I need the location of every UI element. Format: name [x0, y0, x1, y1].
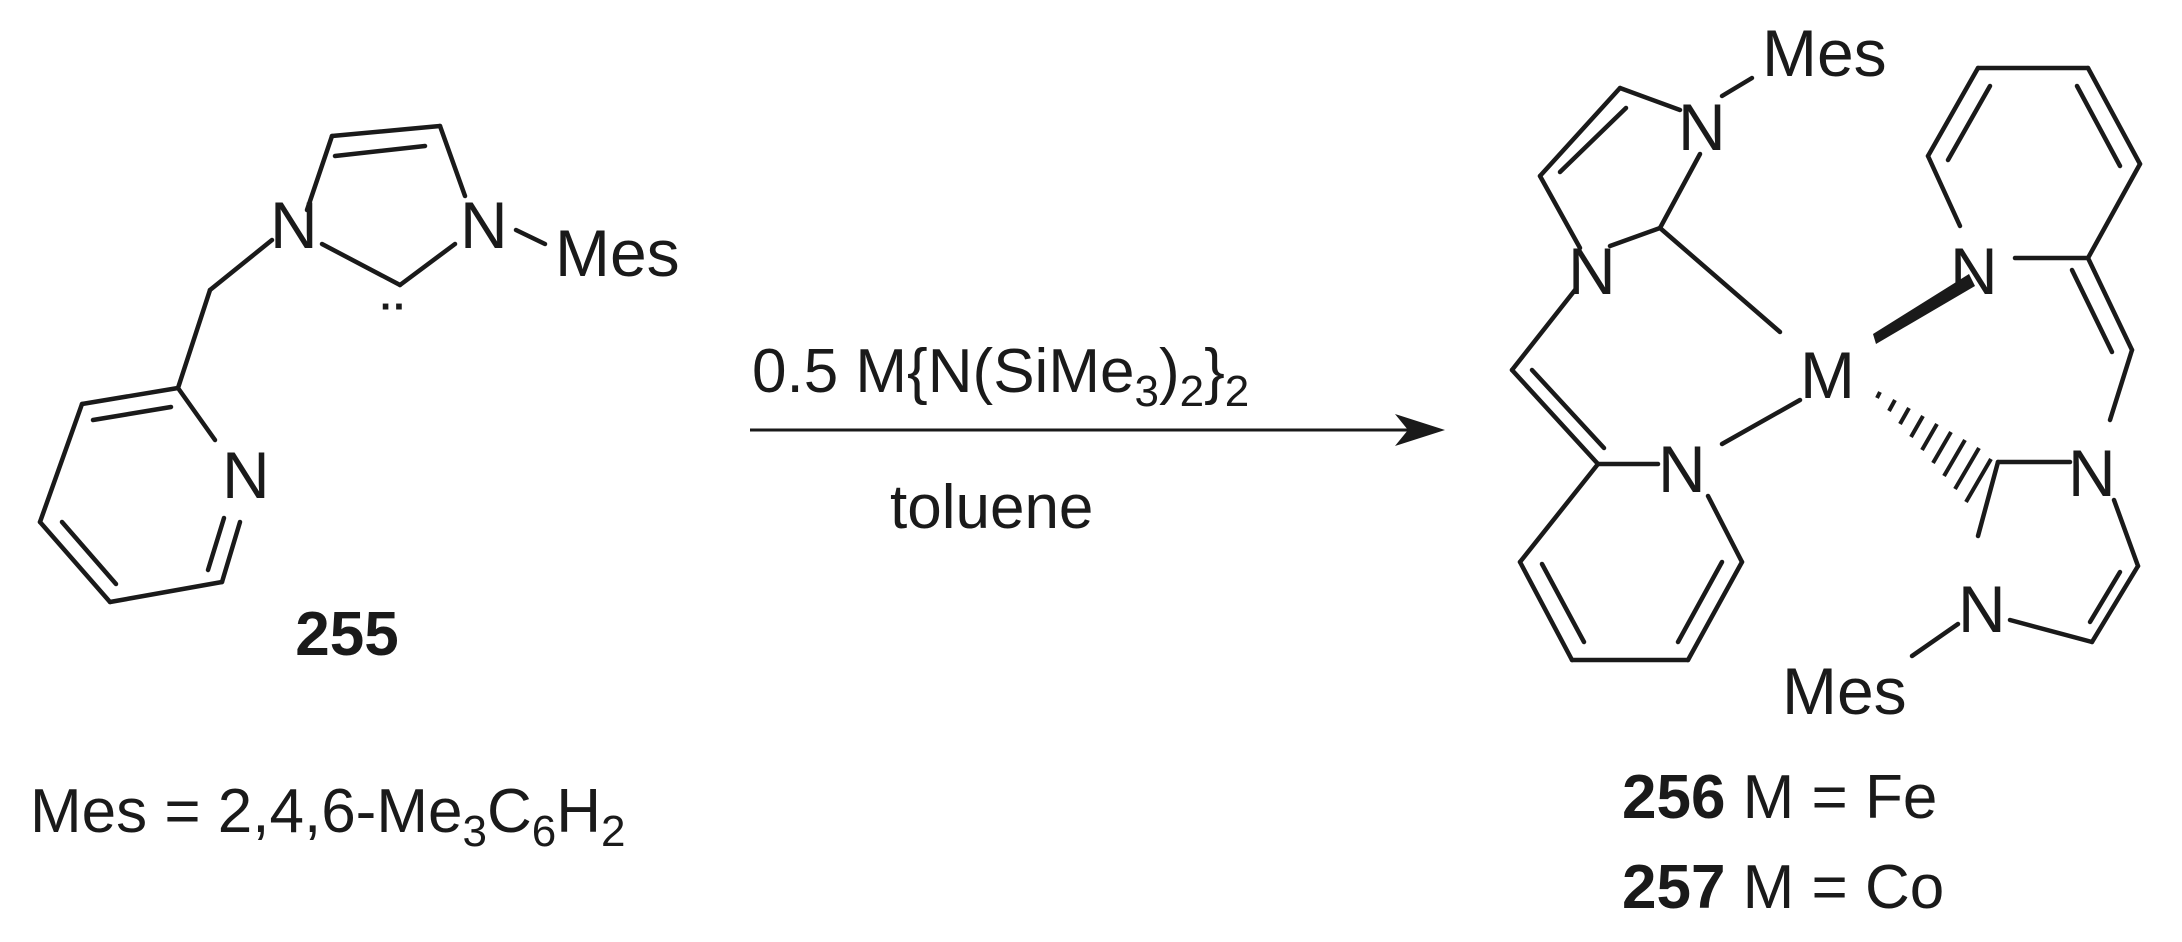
compound-label-257: 257 M = Co [1622, 853, 1944, 922]
atom-n3: N [460, 188, 508, 262]
bond [107, 579, 225, 605]
bond [304, 133, 335, 213]
atom-n1: N [270, 188, 318, 262]
bond [175, 287, 213, 391]
bond [1529, 367, 1607, 451]
bond [1975, 459, 2001, 539]
wedge-bond [1873, 274, 1975, 344]
atom-n-right-pyridine: N [1950, 234, 1998, 308]
bond [1705, 493, 1745, 565]
bond [1685, 559, 1745, 663]
compound-number-255: 255 [295, 600, 398, 669]
lone-pair-dots: ·· [380, 285, 407, 329]
bond [175, 385, 218, 443]
product-complex: Mes N N M N N N N Mes 256 M = Fe 257 M =… [1509, 16, 2143, 922]
bond [1607, 225, 1663, 249]
compound-label-256: 256 M = Fe [1622, 763, 1937, 832]
bond [1517, 559, 1575, 663]
bond [37, 401, 85, 525]
mes-definition: Mes = 2,4,6-Me3C6H2 [30, 777, 625, 856]
solvent-label: toluene [890, 473, 1093, 542]
bond [2085, 255, 2135, 353]
atom-n-bottom-imidazole: N [1958, 572, 2006, 646]
hashed-bond [1875, 391, 1993, 504]
atom-n-left-imidazole: N [1568, 234, 1616, 308]
bond [2007, 617, 2095, 645]
bond [1675, 559, 1725, 645]
bond [1537, 85, 1623, 179]
metal-label: M [1800, 338, 1855, 412]
bond [2085, 161, 2143, 261]
bond [2087, 569, 2123, 625]
mes-label-top: Mes [1762, 16, 1887, 90]
bond [329, 123, 443, 139]
bond [205, 515, 227, 573]
arrow-head-icon [1395, 414, 1445, 446]
bond [90, 404, 174, 423]
bond [1517, 461, 1601, 565]
bond [2085, 65, 2143, 167]
bond [37, 519, 113, 605]
atom-n-right-imidazole: N [2068, 436, 2116, 510]
atom-n-left-pyridine: N [1658, 432, 1706, 506]
bond [1657, 151, 1703, 231]
bond [207, 237, 275, 293]
bond [437, 123, 468, 199]
bond [1537, 173, 1583, 251]
bond [1925, 153, 1963, 229]
bond [1909, 621, 1961, 659]
atom-n-top-imidazole: N [1678, 90, 1726, 164]
bond [2111, 497, 2141, 569]
bond [397, 241, 458, 288]
bond [1509, 287, 1578, 373]
bond [513, 227, 548, 247]
bond [1557, 105, 1629, 175]
atom-n-pyridine: N [222, 438, 270, 512]
bond [79, 385, 181, 407]
bond [59, 519, 119, 587]
mes-label: Mes [555, 216, 680, 290]
bond [1945, 83, 1993, 163]
mes-label-bottom: Mes [1782, 654, 1907, 728]
bond [332, 143, 428, 159]
bond [2074, 83, 2123, 169]
bond [1657, 225, 1783, 335]
bond [319, 241, 403, 288]
bond [1719, 397, 1803, 447]
bond [2107, 347, 2135, 423]
bond [1509, 367, 1601, 467]
bond [1617, 85, 1683, 113]
bond [2089, 563, 2141, 645]
bond [1719, 75, 1755, 99]
reaction-arrow: 0.5 M{N(SiMe3)2}2 toluene [750, 337, 1445, 542]
bond [1539, 561, 1587, 645]
bond [1925, 65, 1981, 159]
bond [219, 519, 243, 585]
reagent-label: 0.5 M{N(SiMe3)2}2 [752, 337, 1249, 416]
bond [2069, 267, 2115, 355]
reactant-255: N N Mes ·· N 255 [37, 123, 680, 669]
